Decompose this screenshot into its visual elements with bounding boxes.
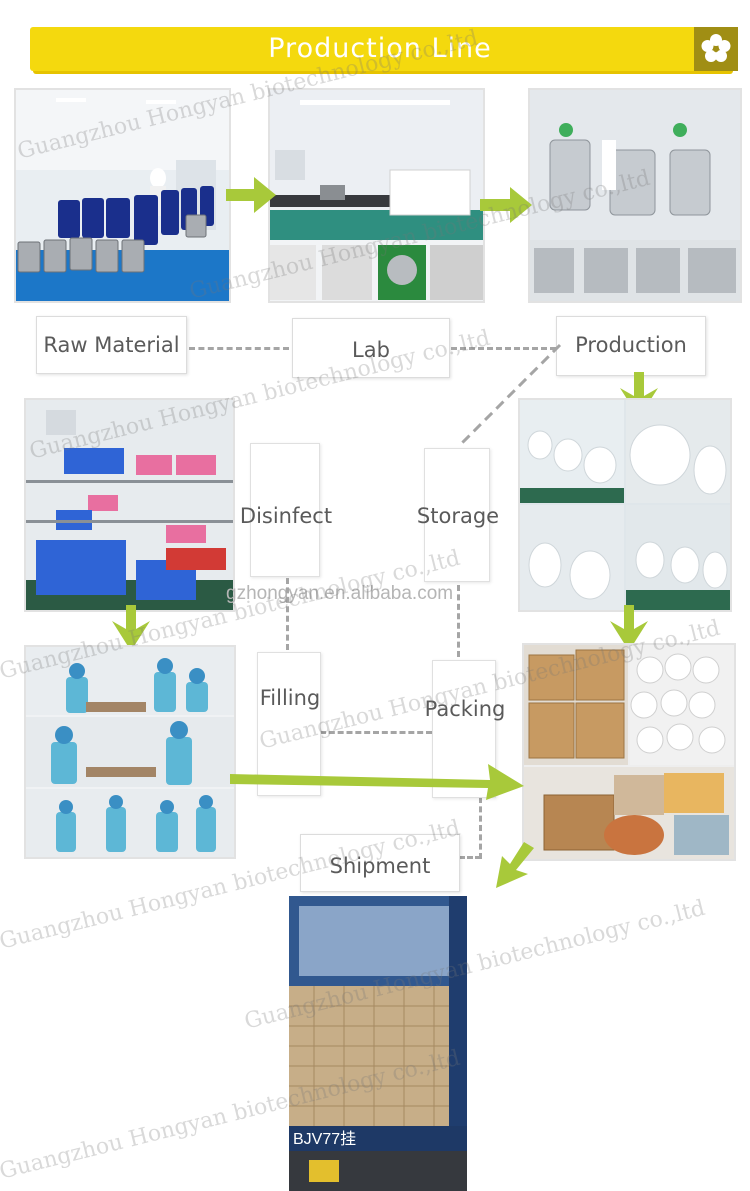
storage-text: Storage <box>416 504 500 528</box>
lab-label: Lab <box>292 318 450 378</box>
production-line-banner: Production Line <box>30 27 738 75</box>
connector-storage-packing <box>457 585 460 657</box>
arrow-storage-down <box>610 605 648 651</box>
filling-text: Filling <box>259 686 321 710</box>
connector-filling-packing <box>320 731 432 734</box>
connector-raw-lab <box>189 347 289 350</box>
filling-photo <box>24 645 236 859</box>
connector-shipment-stub <box>459 856 481 859</box>
storage-photo <box>518 398 732 612</box>
connector-packing-shipment <box>479 797 482 859</box>
arrow-production-down <box>620 372 658 418</box>
packing-label: Packing <box>425 660 505 798</box>
shipment-text: Shipment <box>329 854 431 878</box>
storage-label: Storage <box>417 448 499 582</box>
arrow-lab-to-production <box>480 187 532 223</box>
flower-icon <box>694 27 738 71</box>
production-label: Production <box>556 316 706 376</box>
lab-photo <box>268 88 485 303</box>
connector-production-storage <box>458 343 562 447</box>
production-text: Production <box>575 333 687 357</box>
disinfect-label: Disinfect <box>240 443 332 577</box>
packing-photo <box>522 643 736 861</box>
arrow-disinfect-down <box>112 605 150 651</box>
connector-disinfect-filling <box>286 578 289 650</box>
filling-label: Filling <box>257 652 321 796</box>
lab-text: Lab <box>352 338 390 362</box>
production-photo <box>528 88 742 303</box>
shipment-photo: BJV77挂 <box>289 896 467 1191</box>
arrow-raw-to-lab <box>226 177 276 213</box>
banner-bar <box>30 27 730 71</box>
raw-material-photo <box>14 88 231 303</box>
raw-material-text: Raw Material <box>43 333 180 357</box>
container-plate-text: BJV77挂 <box>293 1130 356 1148</box>
packing-text: Packing <box>424 697 506 721</box>
arrow-filling-to-packing <box>230 764 524 800</box>
arrow-packing-to-shipment <box>496 842 534 888</box>
disinfect-text: Disinfect <box>239 504 333 528</box>
connector-lab-production <box>451 347 556 350</box>
banner-title: Production Line <box>268 33 492 64</box>
raw-material-label: Raw Material <box>36 316 187 374</box>
disinfect-photo <box>24 398 235 612</box>
shipment-label: Shipment <box>300 834 460 892</box>
site-url[interactable]: gzhongyan.en.alibaba.com <box>226 583 454 604</box>
